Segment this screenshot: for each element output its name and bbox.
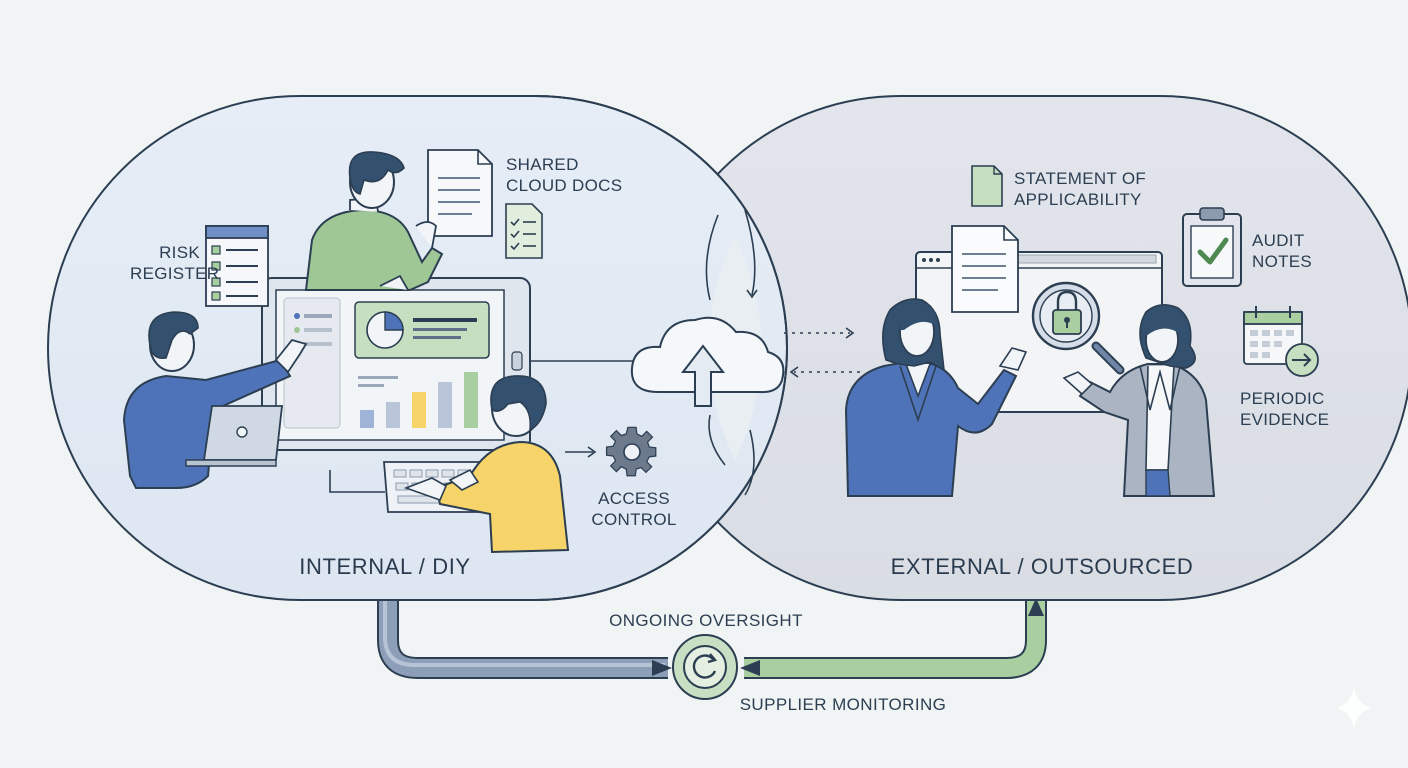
supplier-monitoring-label: SUPPLIER MONITORING xyxy=(739,695,947,714)
checklist-icon xyxy=(505,203,543,259)
document-icon xyxy=(951,225,1019,313)
refresh-icon xyxy=(672,634,738,700)
person-green xyxy=(304,151,444,291)
person-auditor xyxy=(1062,304,1216,497)
calendar-icon xyxy=(1243,306,1319,377)
shared-cloud-docs-label: SHARED CLOUD DOCS xyxy=(506,155,623,195)
document-icon xyxy=(971,165,1003,207)
person-blue xyxy=(122,311,308,489)
document-icon xyxy=(427,149,493,237)
access-control-label: ACCESS CONTROL xyxy=(591,489,677,529)
external-title: EXTERNAL / OUTSOURCED xyxy=(890,554,1194,579)
clipboard-check-icon xyxy=(1182,207,1242,287)
internal-title: INTERNAL / DIY xyxy=(299,554,471,579)
exchange-arrows xyxy=(705,209,860,496)
audit-notes-label: AUDIT NOTES xyxy=(1252,231,1313,271)
periodic-evidence-label: PERIODIC EVIDENCE xyxy=(1240,389,1330,429)
ongoing-oversight-label: ONGOING OVERSIGHT xyxy=(609,611,803,630)
laptop-icon xyxy=(185,405,284,467)
risk-register-label: RISK REGISTER xyxy=(130,243,220,283)
checklist-icon xyxy=(205,225,269,307)
oversight-loop xyxy=(377,597,1047,700)
person-consultant xyxy=(844,298,1028,497)
gear-icon xyxy=(605,426,657,477)
statement-of-applicability-label: STATEMENT OF APPLICABILITY xyxy=(1014,169,1147,209)
lock-icon xyxy=(1052,290,1082,335)
sparkle-icon xyxy=(1336,686,1372,730)
dashboard-monitor xyxy=(261,277,531,451)
cloud-upload-icon xyxy=(630,316,785,407)
person-yellow xyxy=(403,375,570,554)
